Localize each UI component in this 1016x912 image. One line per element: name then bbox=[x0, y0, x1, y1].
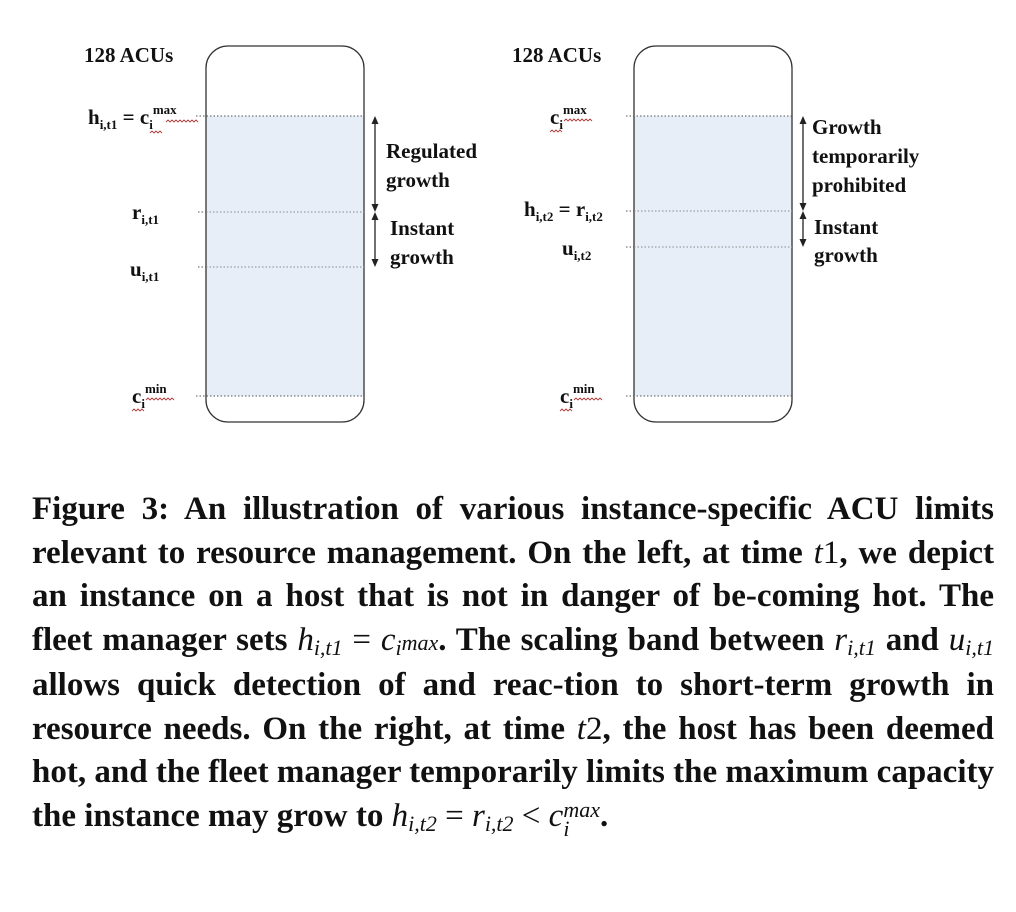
figure-diagram: 128 ACUs hi,t1 = cimax ri,t1 ui,t1 cimin bbox=[84, 43, 920, 423]
right-upper-band-line2: temporarily bbox=[812, 144, 920, 168]
right-lower-arrow-icon bbox=[799, 211, 807, 247]
right-fill-region bbox=[634, 116, 792, 396]
left-fill-region bbox=[206, 116, 364, 396]
left-container bbox=[205, 45, 365, 423]
left-max-squiggle-icon bbox=[165, 119, 199, 123]
left-upper-band-line1: Regulated bbox=[386, 139, 477, 163]
right-min-squiggle-icon bbox=[573, 397, 603, 401]
left-panel: 128 ACUs hi,t1 = cimax ri,t1 ui,t1 cimin bbox=[84, 43, 477, 423]
figure-caption: Figure 3: An illustration of various ins… bbox=[32, 491, 994, 842]
left-r-label: ri,t1 bbox=[132, 200, 159, 227]
left-h-label: hi,t1 = cimax bbox=[88, 102, 177, 132]
left-capacity-label: 128 ACUs bbox=[84, 43, 173, 67]
left-lower-band-line2: growth bbox=[390, 245, 454, 269]
left-lower-band-line1: Instant bbox=[390, 216, 454, 240]
right-upper-arrow-icon bbox=[799, 116, 807, 211]
right-u-label: ui,t2 bbox=[562, 236, 591, 263]
right-container bbox=[633, 45, 793, 423]
right-cmax-squiggle-icon bbox=[549, 129, 563, 133]
left-min-squiggle-icon bbox=[145, 397, 175, 401]
right-panel: 128 ACUs cimax hi,t2 = ri,t2 ui,t2 cimin… bbox=[512, 43, 920, 423]
right-h-label: hi,t2 = ri,t2 bbox=[524, 197, 603, 224]
right-upper-band-line3: prohibited bbox=[812, 173, 906, 197]
right-cmin-squiggle-icon bbox=[559, 408, 573, 412]
left-h-squiggle-icon bbox=[149, 130, 163, 134]
left-lower-arrow-icon bbox=[371, 212, 379, 267]
right-upper-band-line1: Growth bbox=[812, 115, 882, 139]
left-upper-arrow-icon bbox=[371, 116, 379, 212]
right-lower-band-line2: growth bbox=[814, 243, 878, 267]
right-lower-band-line1: Instant bbox=[814, 215, 878, 239]
left-cmin-squiggle-icon bbox=[131, 408, 145, 412]
right-cmax-label: cimax bbox=[550, 102, 587, 132]
left-cmin-label: cimin bbox=[132, 381, 167, 411]
left-upper-band-line2: growth bbox=[386, 168, 450, 192]
left-u-label: ui,t1 bbox=[130, 257, 159, 284]
right-capacity-label: 128 ACUs bbox=[512, 43, 601, 67]
right-max-squiggle-icon bbox=[563, 118, 593, 122]
right-cmin-label: cimin bbox=[560, 381, 595, 411]
